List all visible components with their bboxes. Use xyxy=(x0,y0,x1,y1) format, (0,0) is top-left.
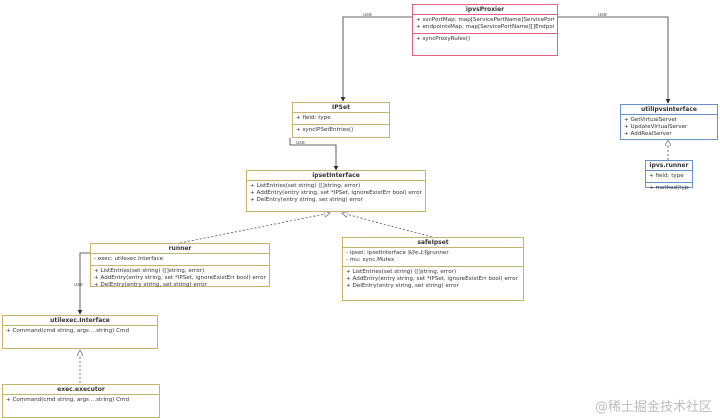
edge-proxier-to-utilipvs xyxy=(558,16,671,104)
class-title: ipvs.runner xyxy=(646,161,692,171)
class-utilexecinterface[interactable]: utilexec.Interface + Command(cmd string,… xyxy=(2,315,158,349)
use-label-ipset-ipsetinterface: use xyxy=(296,140,305,146)
watermark-text: @稀土掘金技术社区 xyxy=(594,400,712,415)
edge-runner-to-utilexec xyxy=(77,252,90,315)
class-method: + GetVirtualServer xyxy=(624,117,678,123)
class-methods: + Command(cmd string, args ...string) Cm… xyxy=(3,326,157,337)
class-method: + ListEntries(set string) ([]string, err… xyxy=(250,183,361,189)
use-label-proxier-utilipvs: use xyxy=(598,12,607,18)
class-methods: + ListEntries(set string) ([]string, err… xyxy=(343,266,523,292)
use-label-proxier-ipset: use xyxy=(363,12,372,18)
class-title: IPSet xyxy=(293,103,389,113)
class-ipvsrunner[interactable]: ipvs.runner + field: type + method(type) xyxy=(645,160,693,191)
class-methods: + ListEntries(set string) ([]string, err… xyxy=(91,265,269,291)
class-method: + ListEntries(set string) ([]string, err… xyxy=(346,269,457,275)
class-method: + UpdateVirtualServer xyxy=(624,124,688,130)
class-method: + Command(cmd string, args ...string) Cm… xyxy=(6,328,129,334)
class-fields: + field: type xyxy=(293,113,389,124)
edge-safeipset-to-ipsetinterface xyxy=(342,213,433,238)
class-method: + AddRealServer xyxy=(624,131,672,137)
class-title: ipsetInterface xyxy=(247,171,425,181)
class-fields: - exec: utilexec.Interface xyxy=(91,254,269,265)
edge-ipset-to-ipsetinterface xyxy=(289,138,339,171)
class-methods: + GetVirtualServer + UpdateVirtualServer… xyxy=(621,115,717,140)
class-methods: + syncIPSetEntries() xyxy=(293,124,389,136)
class-ipset[interactable]: IPSet + field: type + syncIPSetEntries() xyxy=(292,102,390,138)
class-safeipset[interactable]: safeIpset - ipset: ipsetInterface 实际上指ru… xyxy=(342,237,524,301)
class-execexecutor[interactable]: exec.executor + Command(cmd string, args… xyxy=(2,384,160,418)
class-method: + Command(cmd string, args ...string) Cm… xyxy=(6,397,129,403)
class-title: exec.executor xyxy=(3,385,159,395)
class-method: + ListEntries(set string) ([]string, err… xyxy=(94,268,205,274)
class-fields: + svcPortMap: map[ServicePortName]Servic… xyxy=(413,15,557,33)
class-fields: + field: type xyxy=(646,171,692,182)
class-field: + svcPortMap: map[ServicePortName]Servic… xyxy=(416,17,554,23)
class-field: + field: type xyxy=(649,173,684,179)
class-title: utilexec.Interface xyxy=(3,316,157,326)
class-field: + endpointsMap: map[ServicePortName][]En… xyxy=(416,24,554,30)
class-method: + AddEntry(entry string, set *IPSet, ign… xyxy=(346,276,518,282)
class-method: + DelEntry(entry string, set string) err… xyxy=(346,283,459,289)
class-title: safeIpset xyxy=(343,238,523,248)
class-runner[interactable]: runner - exec: utilexec.Interface + List… xyxy=(90,243,270,288)
class-method: + method(type) xyxy=(649,185,689,191)
class-field: - mu: sync.Mutex xyxy=(346,257,395,263)
class-title: ipvsProxier xyxy=(413,5,557,15)
class-method: + DelEntry(entry string, set string) err… xyxy=(250,197,363,203)
class-ipvsproxier[interactable]: ipvsProxier + svcPortMap: map[ServicePor… xyxy=(412,4,558,56)
class-field: - exec: utilexec.Interface xyxy=(94,256,164,262)
class-method: + DelEntry(entry string, set string) err… xyxy=(94,282,207,288)
class-utilipvsinterface[interactable]: utilIpvsInterface + GetVirtualServer + U… xyxy=(620,104,718,140)
class-method: + AddEntry(entry string, set *IPSet, ign… xyxy=(94,275,266,281)
class-methods: + method(type) xyxy=(646,182,692,194)
edge-proxier-to-ipset xyxy=(340,16,412,102)
use-label-runner-utilexec: use xyxy=(74,282,83,288)
class-method: + syncProxyRules() xyxy=(416,36,471,42)
class-ipsetinterface[interactable]: ipsetInterface + ListEntries(set string)… xyxy=(246,170,426,212)
class-field: - ipset: ipsetInterface 实际上指runner xyxy=(346,250,449,256)
class-method: + AddEntry(entry string, set *IPSet, ign… xyxy=(250,190,422,196)
class-field: + field: type xyxy=(296,115,331,121)
class-methods: + syncProxyRules() xyxy=(413,33,557,45)
class-fields: - ipset: ipsetInterface 实际上指runner - mu:… xyxy=(343,248,523,266)
class-method: + syncIPSetEntries() xyxy=(296,127,354,133)
class-methods: + Command(cmd string, args ...string) Cm… xyxy=(3,395,159,406)
class-title: utilIpvsInterface xyxy=(621,105,717,115)
class-title: runner xyxy=(91,244,269,254)
edge-runner-to-ipsetinterface xyxy=(179,213,330,244)
class-methods: + ListEntries(set string) ([]string, err… xyxy=(247,181,425,206)
